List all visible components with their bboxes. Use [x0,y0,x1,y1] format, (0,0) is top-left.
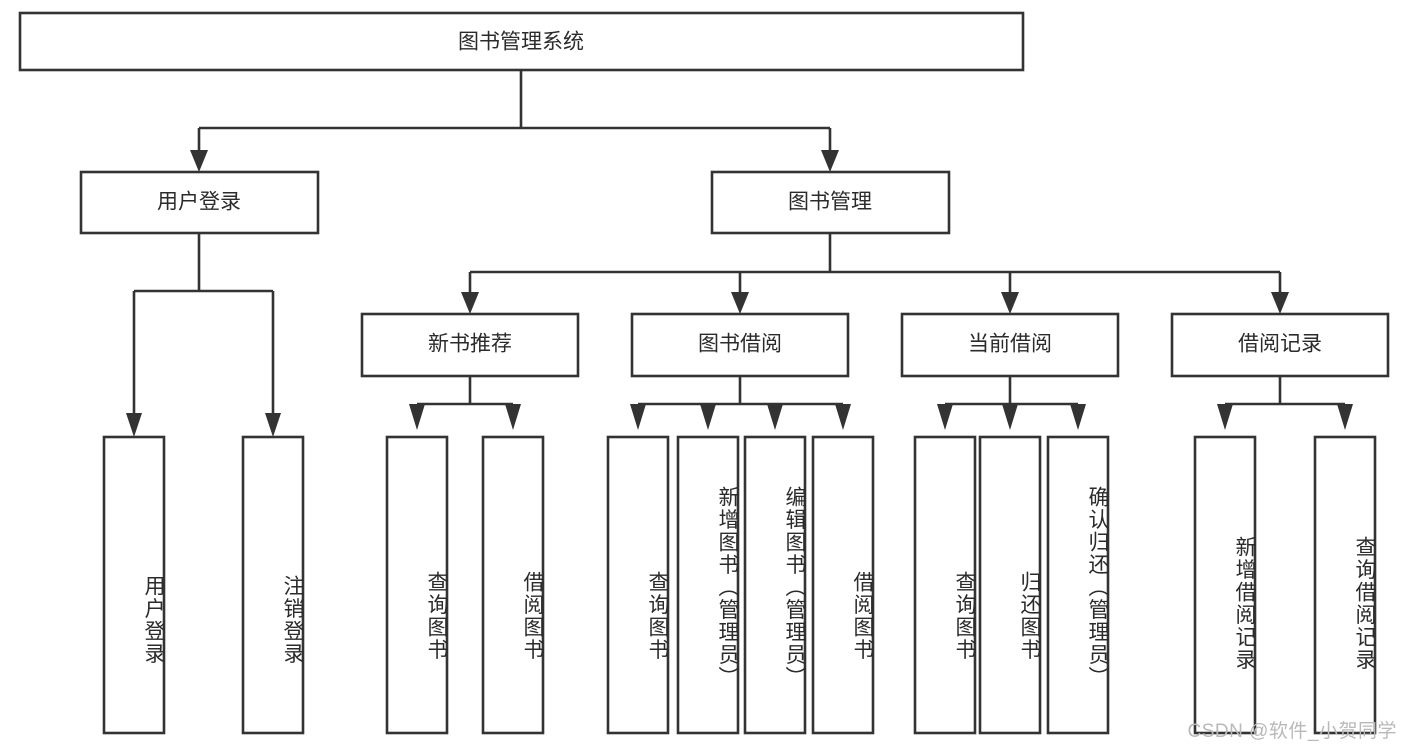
arrowhead-leaf-query-book-2 [630,404,646,430]
node-root-box[interactable] [18,11,1025,72]
node-current-borrow-label: 当前借阅 [968,333,1052,356]
arrowhead-leaf-query-book-1 [409,404,425,430]
node-borrow-record-box[interactable] [1170,312,1390,378]
arrowhead-leaf-logout [265,413,281,437]
node-book-borrow[interactable]: 图书借阅 [630,312,850,378]
leaf-logout-box[interactable] [241,435,305,735]
arrowhead-group [126,150,1353,437]
node-user-login[interactable]: 用户登录 [79,170,320,235]
arrowhead-book-borrow [731,292,749,314]
arrowhead-book-manage [821,150,839,172]
leaf-borrow-book-2-box[interactable] [811,435,875,735]
arrowhead-leaf-query-book-3 [937,404,953,430]
leaf-user-login-box[interactable] [102,435,166,735]
node-user-login-label: 用户登录 [157,191,241,214]
arrowhead-leaf-return-book [1002,404,1018,430]
leaf-edit-book-box[interactable] [743,435,807,735]
arrowhead-leaf-confirm-return [1070,404,1086,430]
arrowhead-leaf-borrow-book-1 [505,404,521,430]
node-book-manage[interactable]: 图书管理 [710,170,951,235]
node-root-label: 图书管理系统 [458,31,584,54]
node-user-login-box[interactable] [79,170,320,235]
node-book-borrow-box[interactable] [630,312,850,378]
arrowhead-leaf-add-record [1217,404,1233,430]
node-borrow-record[interactable]: 借阅记录 [1170,312,1390,378]
leaf-return-book-box[interactable] [978,435,1042,735]
csdn-watermark: CSDN @软件_小贺同学 [1187,721,1397,742]
node-current-borrow[interactable]: 当前借阅 [900,312,1120,378]
arrowhead-leaf-edit-book [767,404,783,430]
arrowhead-leaf-query-record [1337,404,1353,430]
node-new-book-recommend-box[interactable] [360,312,580,378]
leaf-confirm-return-box[interactable] [1046,435,1110,735]
leaf-add-record-box[interactable] [1193,435,1257,735]
leaf-query-record-box[interactable] [1313,435,1377,735]
arrowhead-borrow-record [1271,292,1289,314]
node-borrow-record-label: 借阅记录 [1238,333,1322,356]
arrowhead-current-borrow [1001,292,1019,314]
leaf-boxes-group [102,435,1377,735]
arrowhead-leaf-user-login [126,413,142,437]
leaf-borrow-book-1-box[interactable] [481,435,545,735]
node-root[interactable]: 图书管理系统 [18,11,1025,72]
arrowhead-leaf-add-book [700,404,716,430]
node-book-manage-box[interactable] [710,170,951,235]
node-new-book-recommend[interactable]: 新书推荐 [360,312,580,378]
node-current-borrow-box[interactable] [900,312,1120,378]
node-book-borrow-label: 图书借阅 [698,333,782,356]
leaf-query-book-3-box[interactable] [913,435,977,735]
node-book-manage-label: 图书管理 [788,191,872,214]
leaf-add-book-box[interactable] [676,435,740,735]
leaf-query-book-1-box[interactable] [385,435,449,735]
arrowhead-leaf-borrow-book-2 [835,404,851,430]
arrowhead-new-book [461,292,479,314]
node-new-book-recommend-label: 新书推荐 [428,333,512,356]
leaf-query-book-2-box[interactable] [606,435,670,735]
arrowhead-user-login [190,150,208,172]
